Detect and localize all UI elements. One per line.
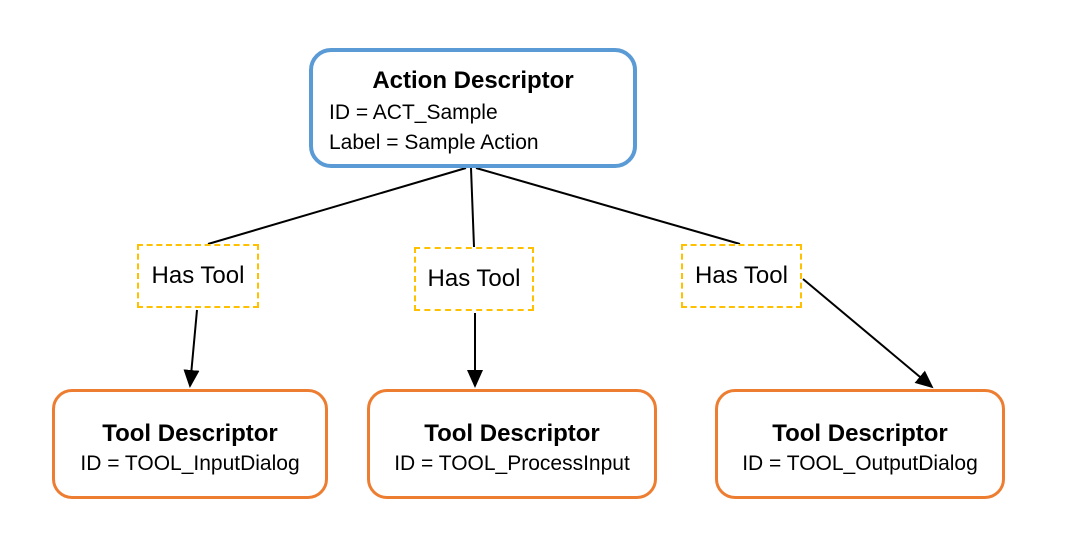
tool-descriptor-id-3: ID = TOOL_OutputDialog [742,452,978,475]
tool-descriptor-title-2: Tool Descriptor [424,420,600,447]
tool-descriptor-title-3: Tool Descriptor [772,420,948,447]
has-tool-relation-1: Has Tool [137,244,259,308]
tool-descriptor-node-2: Tool Descriptor ID = TOOL_ProcessInput [367,389,657,499]
tool-descriptor-node-1: Tool Descriptor ID = TOOL_InputDialog [52,389,328,499]
tool-descriptor-id-1: ID = TOOL_InputDialog [80,452,300,475]
action-descriptor-node: Action Descriptor ID = ACT_Sample Label … [309,48,637,168]
arrow-has-tool-1-to-tool-1 [183,309,200,388]
arrow-has-tool-3-to-tool-3 [802,278,934,389]
tool-descriptor-id-2: ID = TOOL_ProcessInput [394,452,630,475]
tool-descriptor-title-1: Tool Descriptor [102,420,278,447]
has-tool-relation-3: Has Tool [681,244,802,308]
connector-action-to-has-tool-1 [207,167,467,245]
has-tool-relation-2: Has Tool [414,247,534,311]
action-descriptor-title: Action Descriptor [372,67,574,94]
action-descriptor-id: ID = ACT_Sample [329,101,498,124]
tool-descriptor-node-3: Tool Descriptor ID = TOOL_OutputDialog [715,389,1005,499]
connector-action-to-has-tool-2 [470,167,475,248]
connector-action-to-has-tool-3 [475,167,741,245]
action-descriptor-label: Label = Sample Action [329,131,539,154]
